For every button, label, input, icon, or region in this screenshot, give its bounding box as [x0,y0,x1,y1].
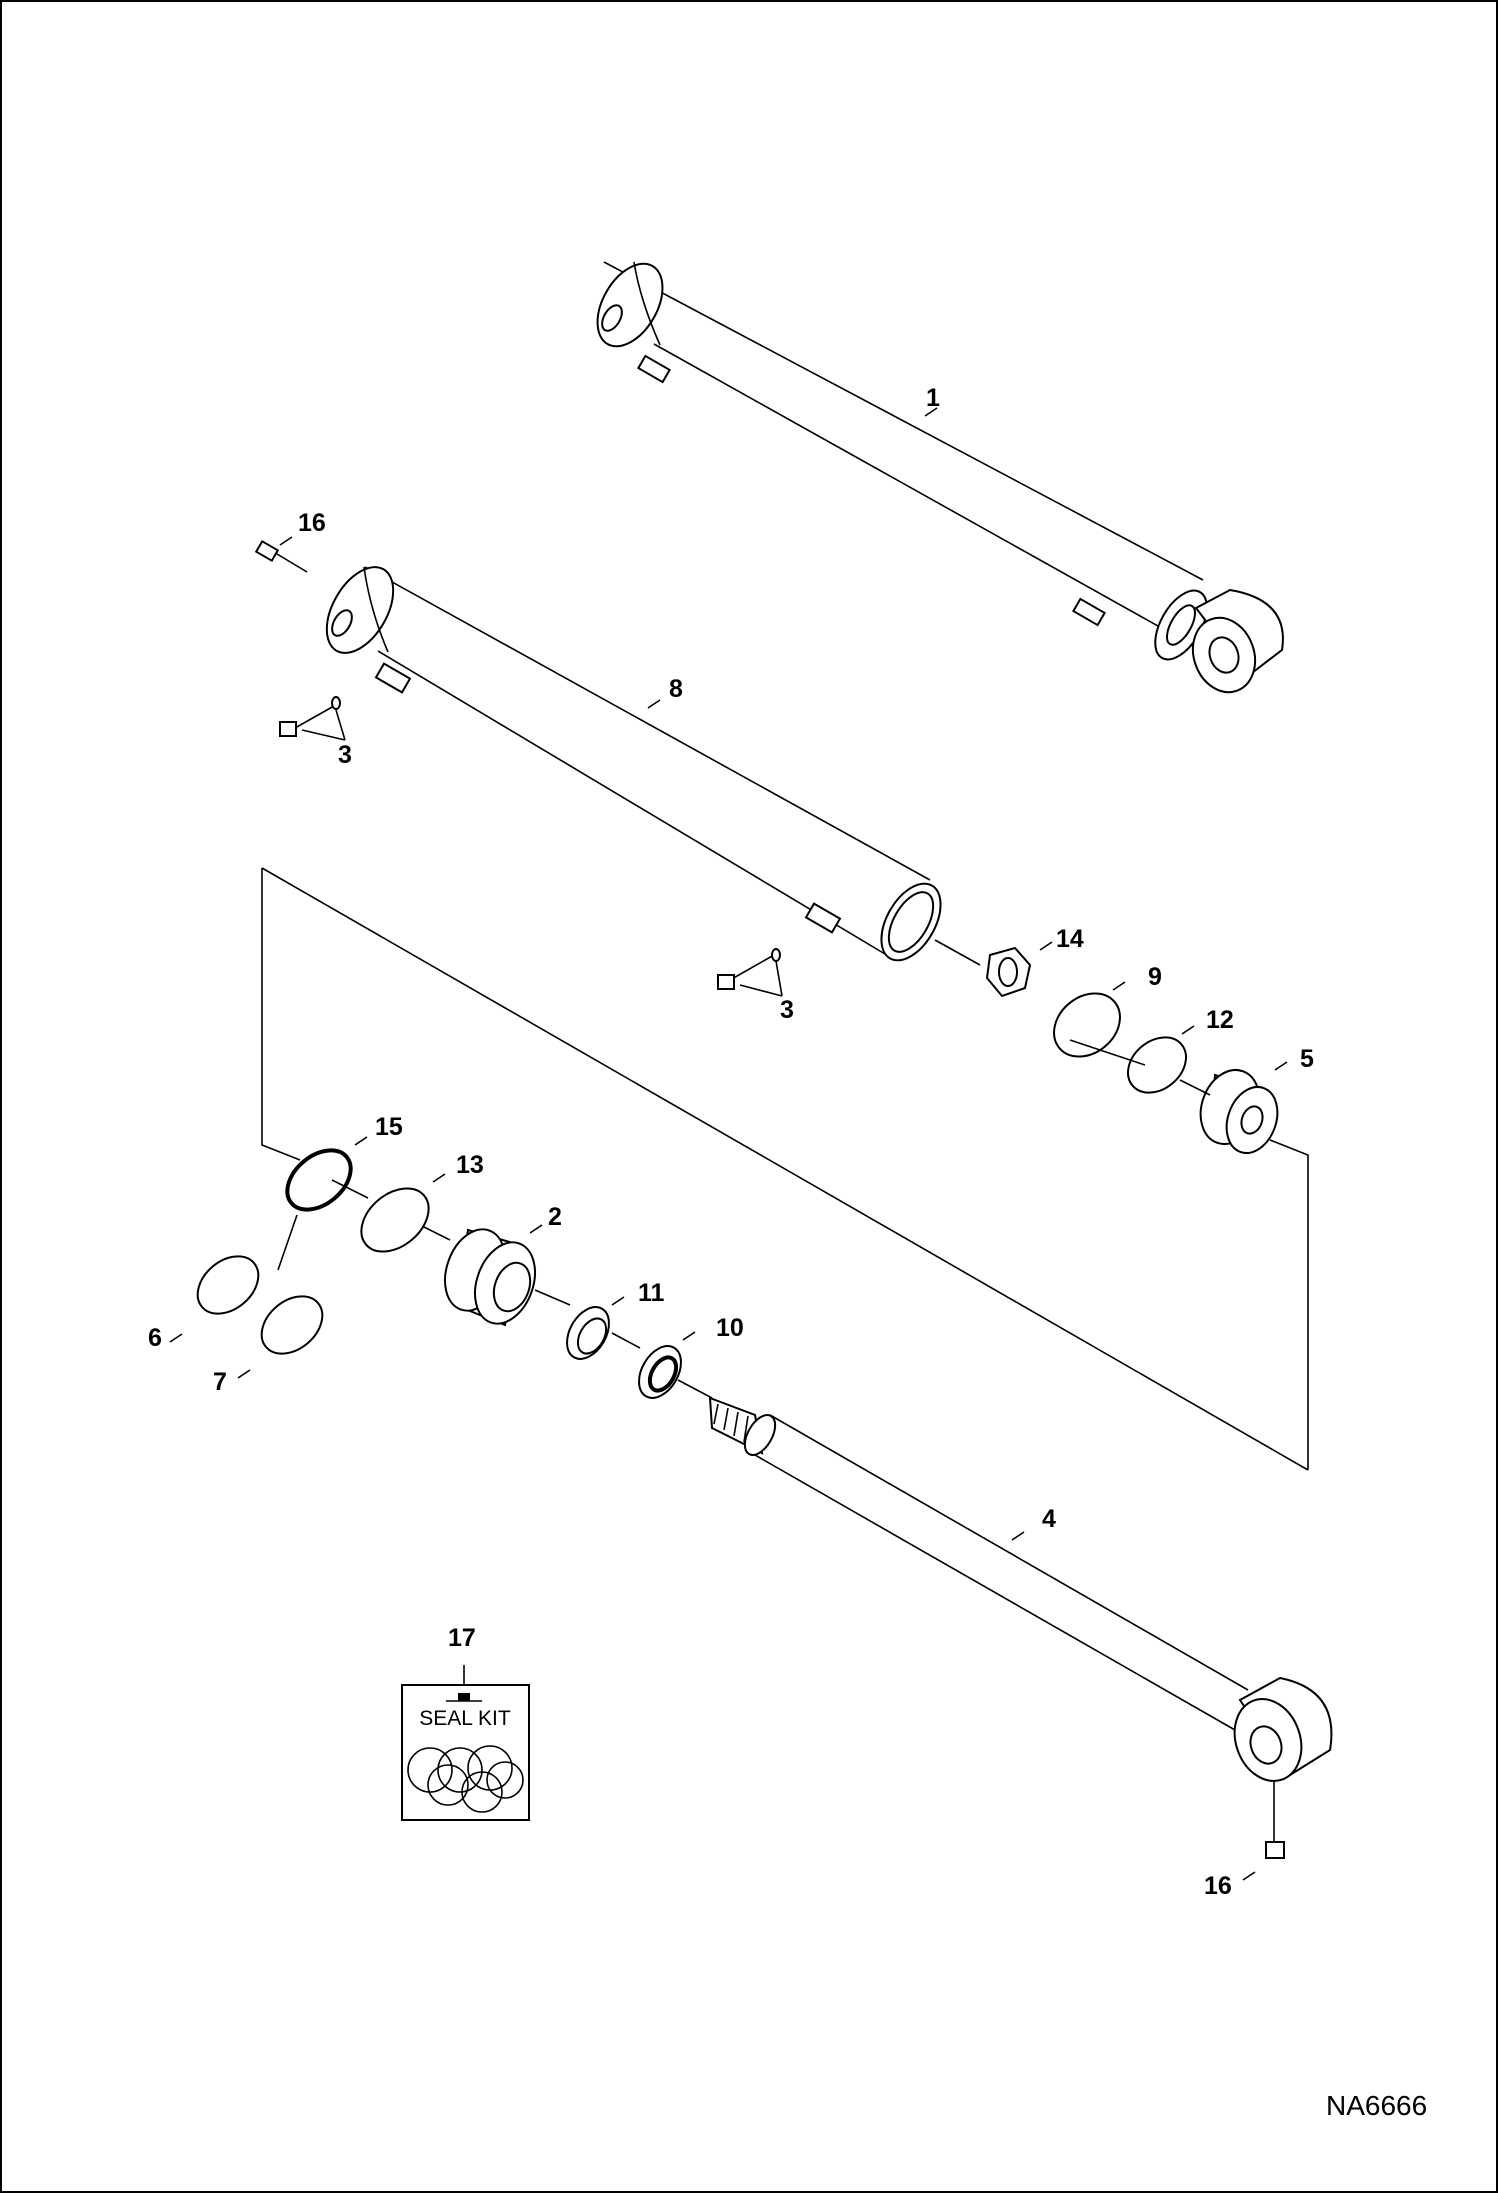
grease-fitting-part-16-top [254,539,280,563]
cylinder-assembly-part-1 [596,261,1284,694]
seal-kit-part-17: SEAL KIT [401,1665,530,1821]
backup-ring-part-12 [1127,1036,1187,1094]
callout-9: 9 [1148,963,1162,991]
callout-11: 11 [638,1279,665,1307]
o-ring-part-13 [360,1187,430,1253]
callout-13: 13 [456,1151,484,1179]
callout-14: 14 [1056,925,1084,953]
assembly-leader-lines [261,867,1309,1471]
callout-leaders [169,407,1288,1881]
seal-kit-label: SEAL KIT [419,1707,511,1730]
backup-ring-part-7 [260,1295,324,1355]
plug-part-3-lower [717,948,783,997]
callout-6: 6 [148,1324,162,1352]
callout-2: 2 [548,1203,562,1231]
callout-12: 12 [1206,1006,1234,1034]
callout-1: 1 [926,384,940,412]
callout-15: 15 [375,1113,403,1141]
callout-16-top: 16 [298,509,326,537]
cylinder-head-part-2 [444,1228,536,1327]
seal-kit-hang-tab [458,1693,470,1701]
seal-part-15 [285,1148,353,1212]
figure-code: NA6666 [1326,2090,1427,2121]
plug-part-3-upper [279,696,346,741]
nut-part-14 [934,939,1032,998]
cylinder-barrel-part-8 [271,550,942,962]
callout-3-upper: 3 [338,741,352,769]
rod-seal-part-10 [638,1345,682,1399]
callout-16-bottom: 16 [1204,1872,1232,1900]
seal-kit-rings-icon [407,1745,524,1813]
callout-4: 4 [1042,1505,1056,1533]
callout-5: 5 [1300,1045,1314,1073]
callout-17: 17 [448,1624,476,1652]
piston-part-5 [1199,1069,1279,1154]
o-ring-part-6 [196,1255,260,1315]
callout-10: 10 [716,1314,744,1342]
seal-split-line [277,1214,298,1271]
callout-8: 8 [669,675,683,703]
grease-fitting-part-16-bottom [1265,1782,1285,1859]
piston-rod-part-4 [708,1396,1333,1782]
callout-7: 7 [213,1368,227,1396]
callout-3-lower: 3 [780,996,794,1024]
wiper-part-11 [566,1306,610,1360]
